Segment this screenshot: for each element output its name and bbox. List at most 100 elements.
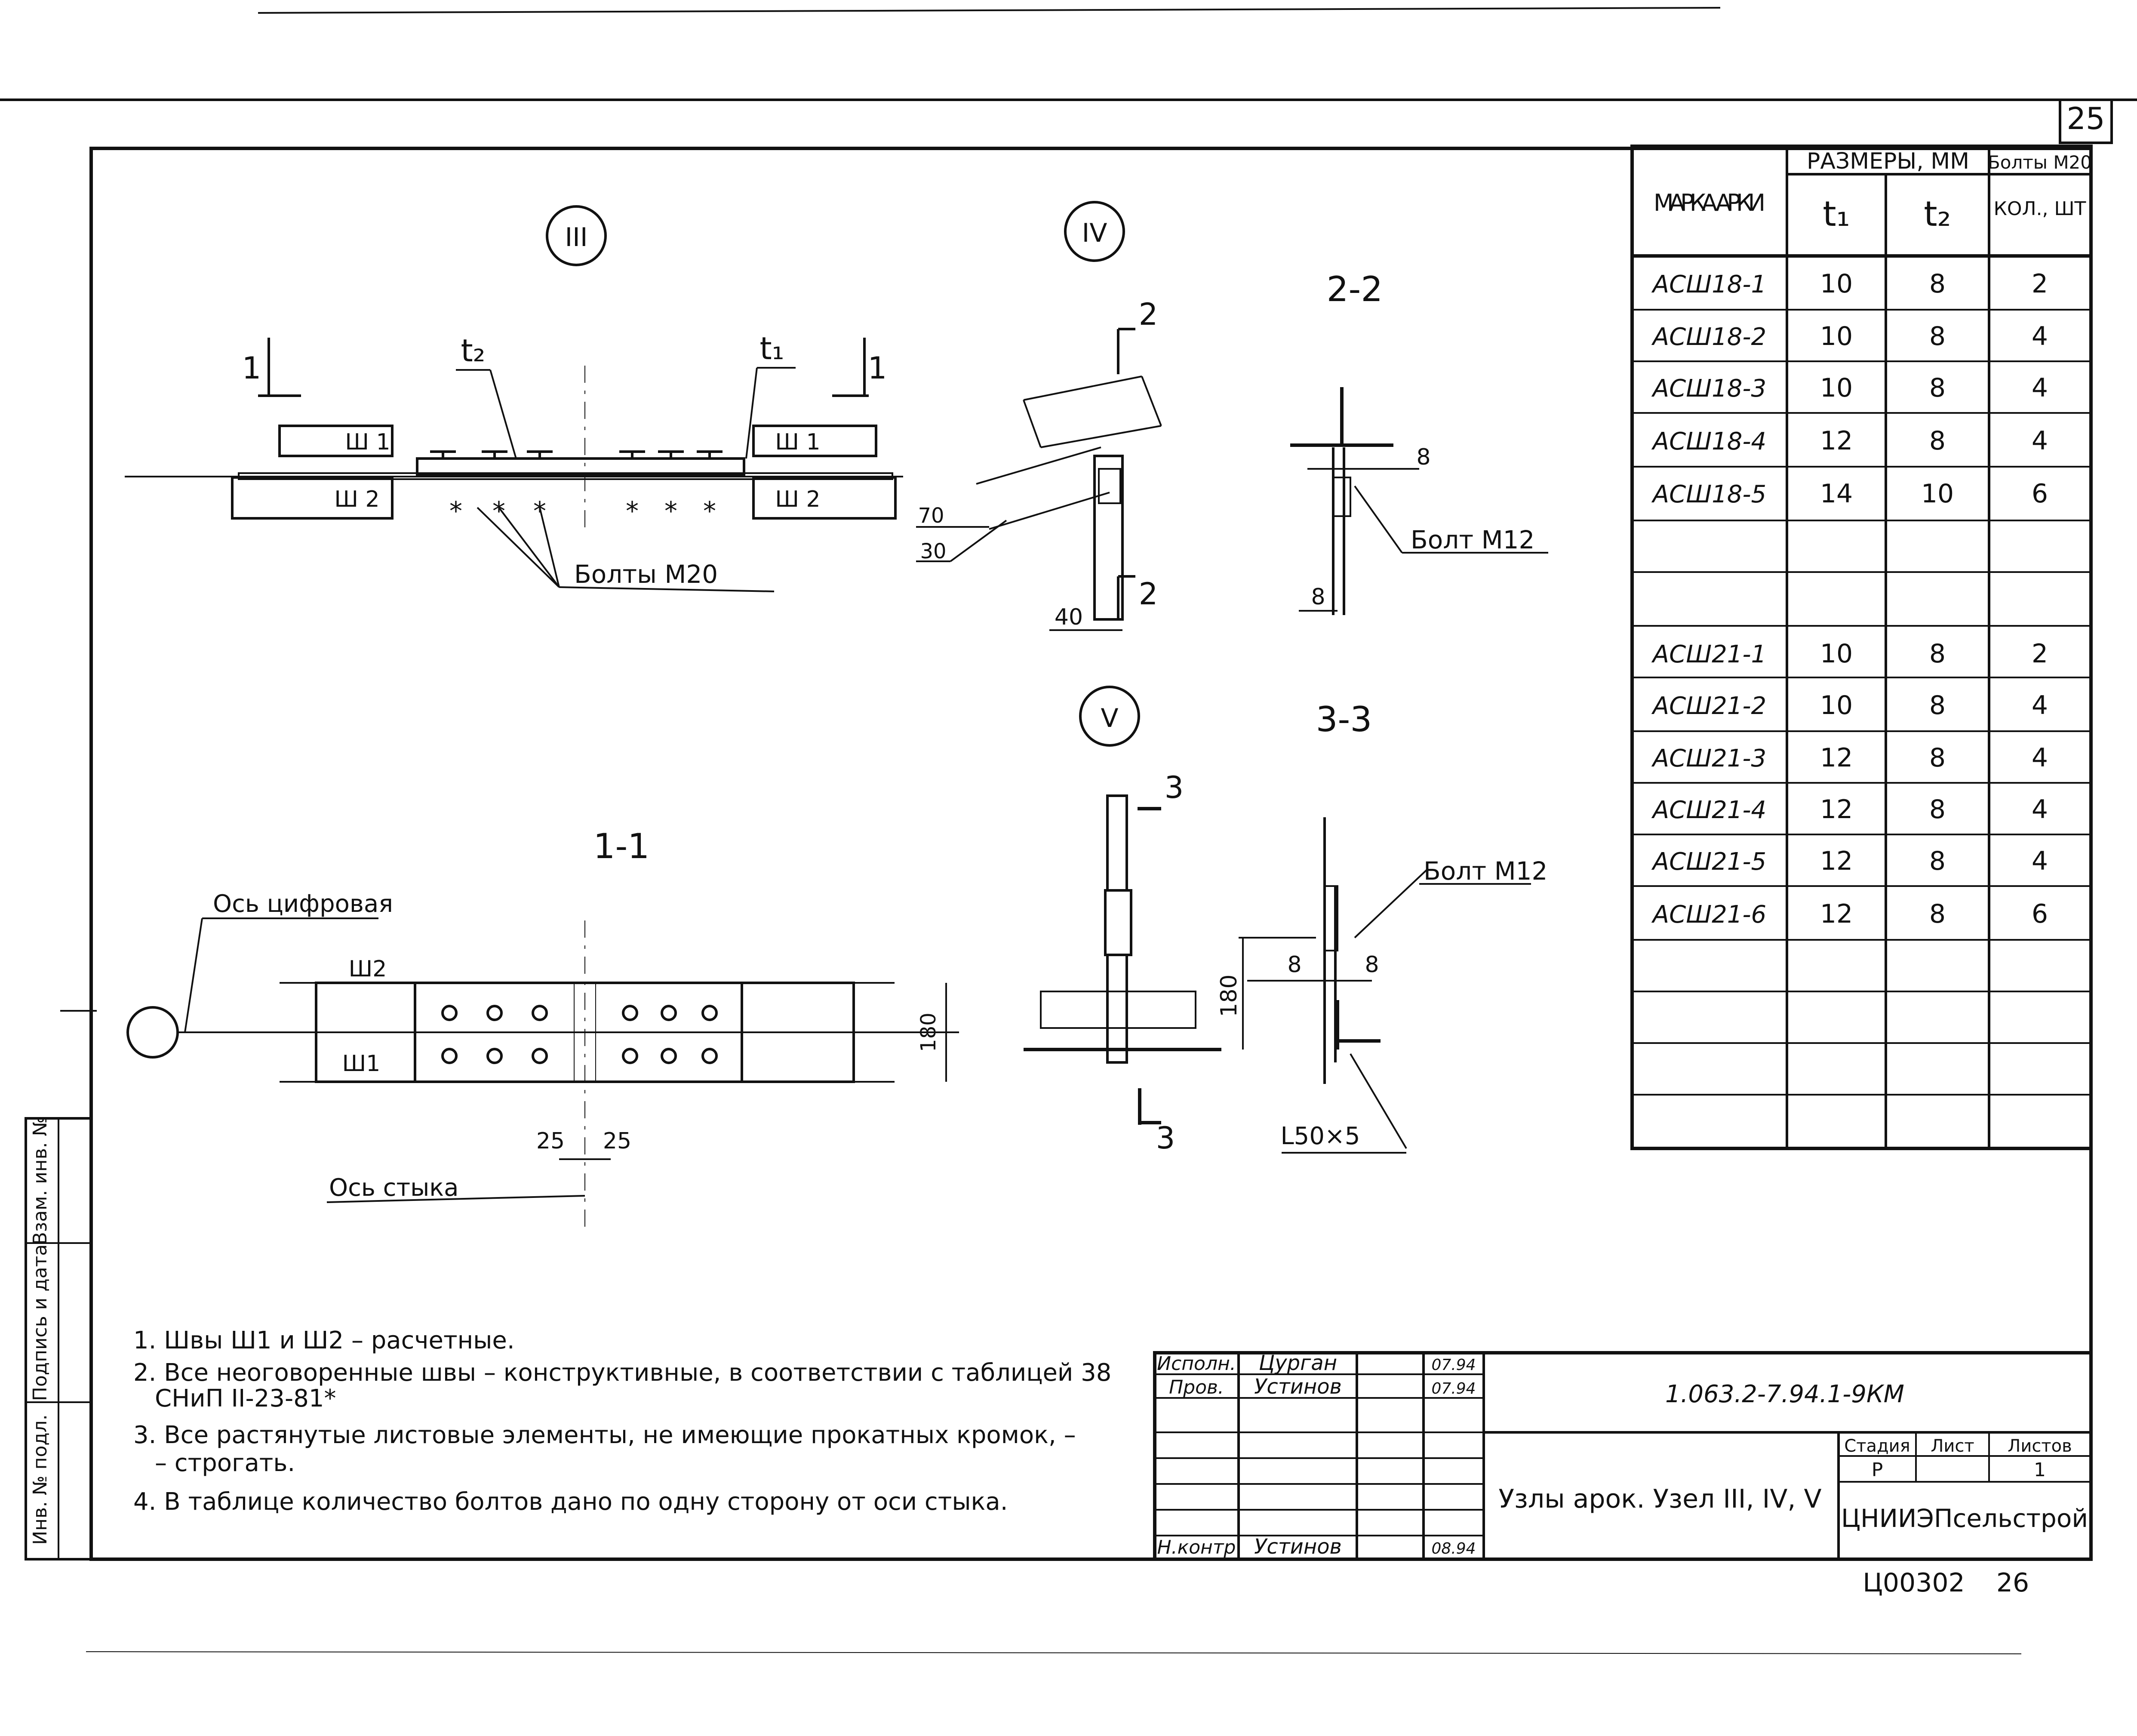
table-cell-t1: 12 [1820, 743, 1853, 773]
table-cell-t2: 8 [1929, 321, 1946, 351]
weld-sh1-left: Ш 1 [345, 429, 390, 455]
table-cell-qty: 4 [2032, 743, 2048, 773]
tb-date-3: 08.94 [1431, 1540, 1476, 1557]
dim-180-a: 180 [916, 1013, 941, 1052]
section-3-3-title: 3-3 [1316, 699, 1372, 739]
table-row: АСШ21-1 10 8 2 [1651, 639, 2048, 669]
cut-2-bottom: 2 [1139, 576, 1158, 612]
table-cell-qty: 4 [2032, 373, 2048, 403]
table-cell-qty: 4 [2032, 690, 2048, 720]
table-cell-qty: 4 [2032, 426, 2048, 456]
table-header-mark: МАРКА АРКИ [1654, 189, 1765, 216]
sheet-number: 25 [2066, 101, 2105, 136]
table-cell-mark: АСШ21-6 [1651, 901, 1766, 929]
section-2-2-drawing [1290, 387, 1548, 615]
cut-3-top: 3 [1165, 770, 1184, 805]
table-cell-t2: 8 [1929, 373, 1946, 403]
title-block-grid [1153, 1351, 2093, 1561]
table-cell-t1: 12 [1820, 794, 1853, 825]
node-v-mark: V [1101, 703, 1118, 733]
table-cell-t2: 8 [1929, 690, 1946, 720]
table-cell-t1: 12 [1820, 846, 1853, 876]
table-cell-t1: 12 [1820, 899, 1853, 929]
stamp-inv-podl: Инв. № подл. [29, 1414, 51, 1545]
node-v-drawing [1024, 686, 1221, 1125]
tb-sheets-label: Листов [2008, 1436, 2072, 1456]
table-cell-mark: АСШ21-4 [1651, 796, 1766, 824]
stamp-podpis: Подпись и дата [29, 1244, 51, 1401]
tb-stage-label: Стадия [1844, 1436, 1910, 1456]
table-row: АСШ18-5 14 10 6 [1651, 479, 2048, 509]
table-row: АСШ18-1 10 8 2 [1651, 269, 2048, 299]
section-3-3-drawing [1239, 817, 1531, 1154]
notes: 1. Швы Ш1 и Ш2 – расчетные. 2. Все неого… [133, 1327, 1111, 1516]
svg-text:⁎: ⁎ [449, 488, 462, 518]
section-2-2-title: 2-2 [1327, 269, 1383, 309]
table-header-t1: t₁ [1823, 194, 1850, 234]
label-t1: t₁ [759, 330, 784, 366]
table-cell-t1: 14 [1820, 479, 1853, 509]
svg-text:⁎: ⁎ [664, 488, 677, 518]
weld-sh2-left: Ш 2 [334, 486, 379, 512]
node-iii-drawing: ⁎ ⁎ ⁎ ⁎ ⁎ ⁎ [125, 205, 903, 592]
dim-30: 30 [920, 539, 946, 563]
tb-date-2: 07.94 [1431, 1380, 1476, 1397]
table-cell-t1: 10 [1820, 269, 1853, 299]
table-cell-t1: 10 [1820, 690, 1853, 720]
table-cell-t2: 8 [1929, 426, 1946, 456]
cut-1-right: 1 [868, 351, 887, 386]
label-axis-digital: Ось цифровая [213, 890, 393, 918]
node-iii-mark: III [565, 222, 587, 252]
table-row: АСШ21-4 12 8 4 [1651, 794, 2048, 825]
tb-sheets: 1 [2034, 1459, 2046, 1481]
tb-org: ЦНИИЭПсельстрой [1841, 1504, 2088, 1533]
tb-name-1: Цурган [1259, 1351, 1337, 1375]
table-cell-mark: АСШ21-5 [1651, 848, 1766, 876]
label-t2: t₂ [461, 332, 485, 369]
table-cell-mark: АСШ21-3 [1651, 745, 1766, 773]
table-cell-mark: АСШ18-2 [1651, 323, 1766, 351]
tb-stage: Р [1872, 1459, 1883, 1481]
table-cell-qty: 2 [2032, 269, 2048, 299]
svg-text:⁎: ⁎ [533, 488, 546, 518]
cut-2-top: 2 [1139, 297, 1158, 332]
cut-3-bottom: 3 [1156, 1120, 1175, 1156]
table-cell-mark: АСШ18-4 [1651, 428, 1766, 456]
dim-180-b: 180 [1216, 974, 1242, 1017]
tb-code: 1.063.2-7.94.1-9КМ [1665, 1380, 1904, 1408]
table-header-sizes: РАЗМЕРЫ, ММ [1807, 148, 1969, 174]
table-cell-t2: 8 [1929, 794, 1946, 825]
footer-archive: Ц00302 [1863, 1568, 1965, 1598]
table-cell-mark: АСШ18-1 [1651, 271, 1766, 299]
cut-1-left: 1 [242, 351, 261, 386]
table-cell-t2: 8 [1929, 743, 1946, 773]
table-cell-t1: 10 [1820, 639, 1853, 669]
note-line: 3. Все растянутые листовые элементы, не … [133, 1421, 1076, 1449]
table-cell-qty: 6 [2032, 479, 2048, 509]
label-axis-joint: Ось стыка [329, 1174, 458, 1202]
tb-date-1: 07.94 [1431, 1356, 1476, 1374]
table-cell-mark: АСШ18-3 [1651, 375, 1766, 403]
table-cell-mark: АСШ21-1 [1651, 640, 1766, 668]
label-bolt-m12-a: Болт М12 [1411, 525, 1534, 554]
table-row: АСШ21-6 12 8 6 [1651, 899, 2048, 929]
table-row: АСШ21-3 12 8 4 [1651, 743, 2048, 773]
tb-name-3: Устинов [1254, 1535, 1342, 1559]
node-iv-mark: IV [1082, 218, 1107, 248]
footer-page: 26 [1996, 1568, 2029, 1598]
tb-sheet-label: Лист [1931, 1436, 1974, 1456]
table-cell-qty: 6 [2032, 899, 2048, 929]
tb-role-1: Исполн. [1157, 1353, 1236, 1375]
tb-title: Узлы арок. Узел III, IV, V [1498, 1484, 1821, 1514]
table-cell-t2: 8 [1929, 846, 1946, 876]
weld-sh1-section: Ш1 [342, 1051, 381, 1077]
sheet-frame [0, 7, 2137, 1654]
table-cell-t2: 8 [1929, 639, 1946, 669]
dim-8-2a: 8 [1416, 444, 1430, 470]
table-row: АСШ18-4 12 8 4 [1651, 426, 2048, 456]
side-stamp [25, 1117, 92, 1561]
stamp-vzam: Взам. инв. № [29, 1117, 51, 1245]
table-row: АСШ18-2 10 8 4 [1651, 321, 2048, 351]
note-line: 4. В таблице количество болтов дано по о… [133, 1488, 1008, 1516]
dim-8-3a: 8 [1287, 952, 1301, 978]
